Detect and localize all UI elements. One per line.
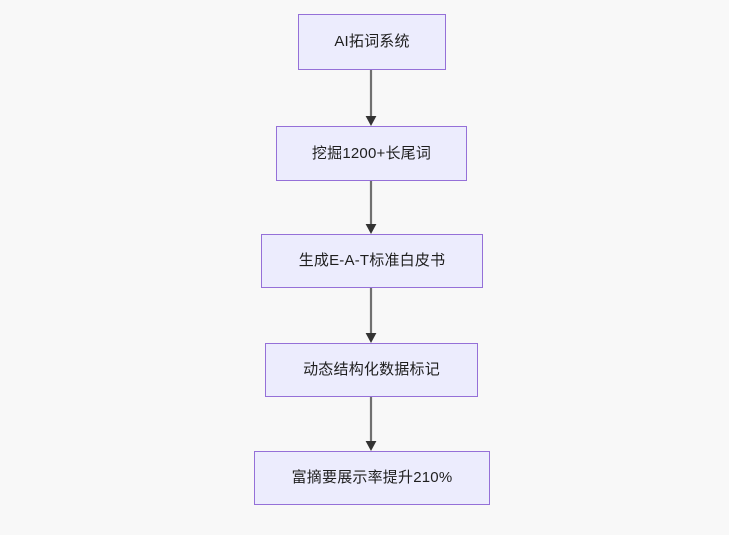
flow-node-generate-eat-whitepaper[interactable]: 生成E-A-T标准白皮书 <box>261 234 483 288</box>
flow-connector-1-to-2 <box>362 70 380 126</box>
flow-node-label: 动态结构化数据标记 <box>303 361 440 378</box>
flow-node-label: 富摘要展示率提升210% <box>291 469 453 486</box>
flow-connector-3-to-4 <box>362 288 380 343</box>
flow-node-label: AI拓词系统 <box>334 33 410 50</box>
flow-node-label: 生成E-A-T标准白皮书 <box>298 252 446 269</box>
flow-connector-2-to-3 <box>362 181 380 234</box>
flow-node-mine-longtail-keywords[interactable]: 挖掘1200+长尾词 <box>276 126 467 181</box>
flow-node-ai-keyword-system[interactable]: AI拓词系统 <box>298 14 446 70</box>
flow-connector-4-to-5 <box>362 397 380 451</box>
flow-node-label: 挖掘1200+长尾词 <box>311 144 432 162</box>
flow-node-rich-snippet-impression-lift[interactable]: 富摘要展示率提升210% <box>254 451 490 505</box>
flow-node-dynamic-structured-data-markup[interactable]: 动态结构化数据标记 <box>265 343 478 397</box>
